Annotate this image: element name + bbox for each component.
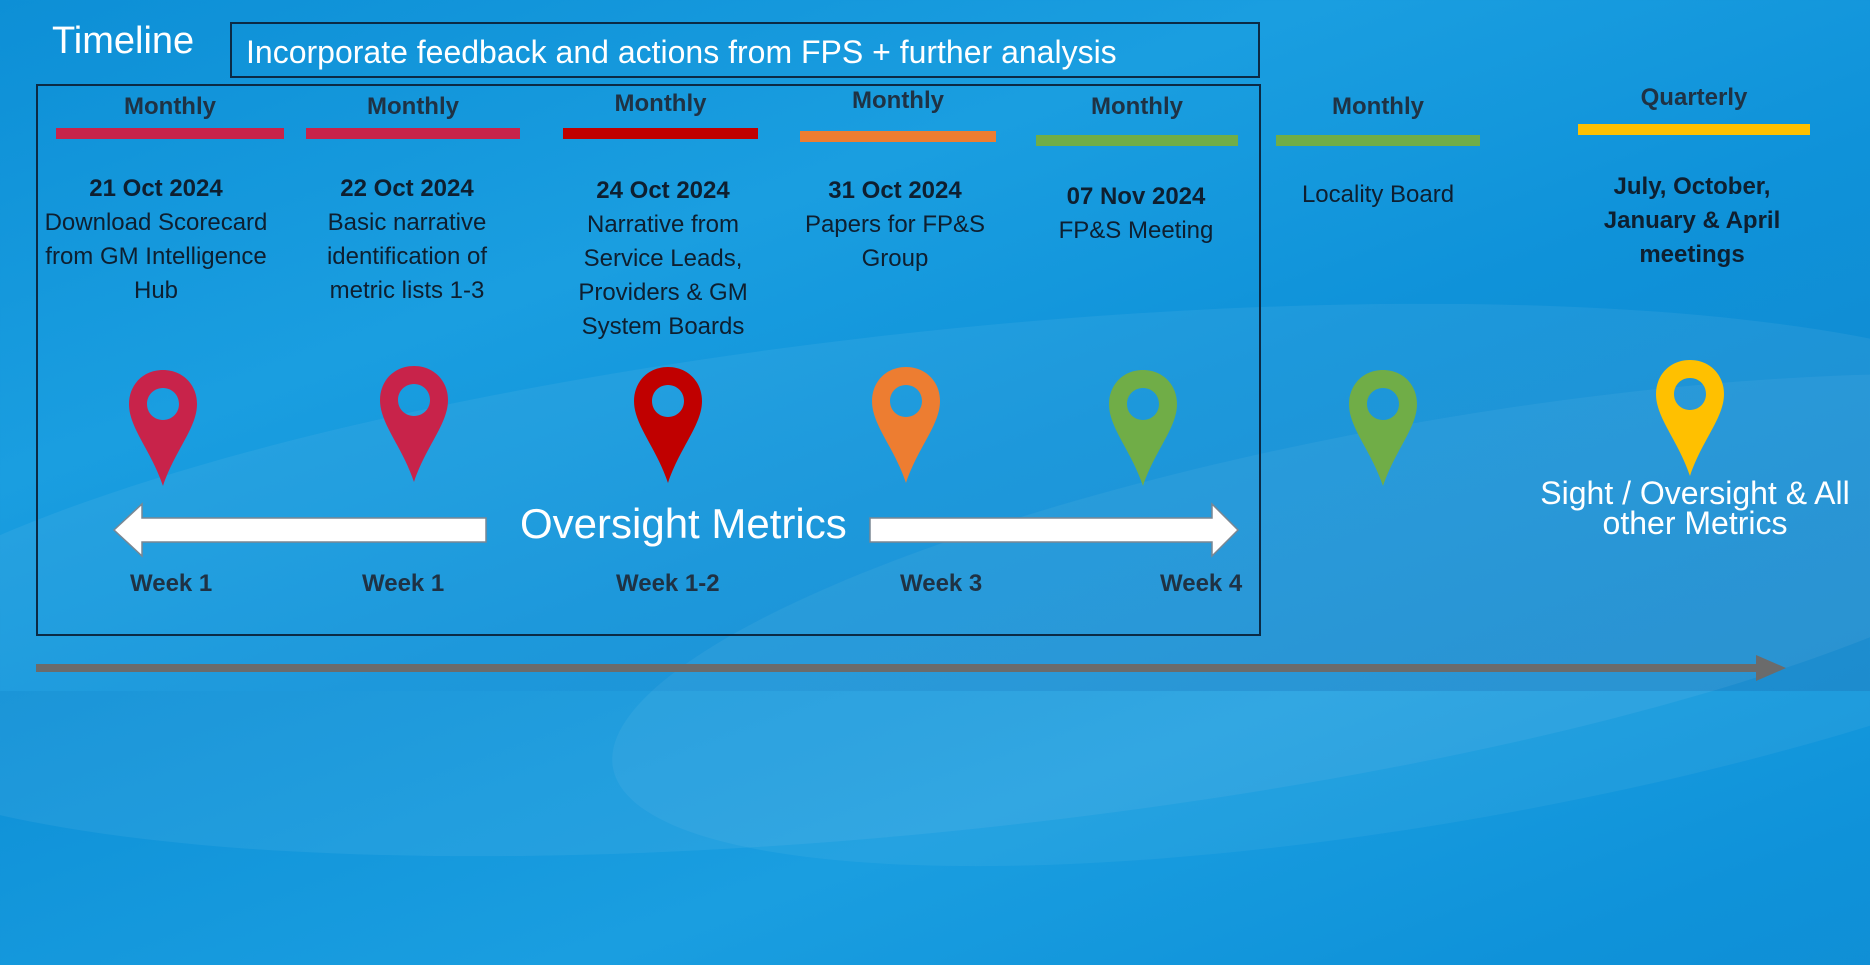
frequency-bar <box>306 128 520 139</box>
event-text: Locality Board <box>1262 178 1494 212</box>
event-text: 24 Oct 2024 Narrative from Service Leads… <box>548 174 778 344</box>
event-date: 22 Oct 2024 <box>340 175 474 202</box>
event-text: July, October, January & April meetings <box>1576 170 1808 272</box>
location-pin-icon <box>1349 370 1417 486</box>
header-banner: Incorporate feedback and actions from FP… <box>230 22 1260 78</box>
frequency-label: Monthly <box>614 90 707 117</box>
frequency-bar <box>1036 135 1238 146</box>
event-text: 22 Oct 2024 Basic narrative identificati… <box>302 172 512 308</box>
location-pin-icon <box>872 367 940 483</box>
week-label: Week 4 <box>1160 570 1243 597</box>
week-label: Week 1 <box>362 570 445 597</box>
event-text: 21 Oct 2024 Download Scorecard from GM I… <box>40 172 272 308</box>
location-pin-icon <box>634 367 702 483</box>
week-label: Week 3 <box>900 570 983 597</box>
frequency-label: Monthly <box>1332 93 1424 120</box>
event-text: 07 Nov 2024 FP&S Meeting <box>1036 180 1236 248</box>
location-pin-icon <box>129 370 197 486</box>
event-date: 21 Oct 2024 <box>89 175 223 202</box>
oversight-frame <box>36 84 1261 636</box>
frequency-label: Monthly <box>124 93 216 120</box>
timeline-axis-arrow <box>36 655 1786 681</box>
event-date: 31 Oct 2024 <box>828 177 962 204</box>
event-description: Papers for FP&S Group <box>804 211 986 272</box>
sight-oversight-label: Sight / Oversight & All other Metrics <box>1540 475 1850 541</box>
frequency-bar <box>1276 135 1480 146</box>
location-pin-icon <box>1109 370 1177 486</box>
right-arrow-icon <box>869 502 1240 558</box>
frequency-label: Monthly <box>1091 93 1183 120</box>
page-title: Timeline <box>52 20 195 62</box>
frequency-bar <box>563 128 758 139</box>
event-description: Basic narrative identification of metric… <box>326 209 488 304</box>
frequency-bar <box>1578 124 1810 135</box>
frequency-label: Quarterly <box>1640 84 1748 111</box>
event-description: July, October, January & April meetings <box>1603 173 1781 268</box>
location-pin-icon <box>1656 360 1724 476</box>
event-description: Download Scorecard from GM Intelligence … <box>44 209 268 304</box>
frequency-bar <box>800 131 996 142</box>
location-pin-icon <box>380 366 448 482</box>
event-description: Locality Board <box>1301 181 1455 208</box>
week-label: Week 1 <box>130 570 213 597</box>
event-description: FP&S Meeting <box>1058 217 1214 244</box>
frequency-label: Monthly <box>852 87 944 114</box>
oversight-metrics-label: Oversight Metrics <box>520 500 847 547</box>
frequency-label: Monthly <box>367 93 459 120</box>
event-date: 24 Oct 2024 <box>596 177 730 204</box>
event-description: Narrative from Service Leads, Providers … <box>578 211 748 340</box>
frequency-bar <box>56 128 284 139</box>
left-arrow-icon <box>112 502 487 558</box>
week-label: Week 1-2 <box>616 570 720 597</box>
event-date: 07 Nov 2024 <box>1066 183 1206 210</box>
event-text: 31 Oct 2024 Papers for FP&S Group <box>788 174 1002 276</box>
